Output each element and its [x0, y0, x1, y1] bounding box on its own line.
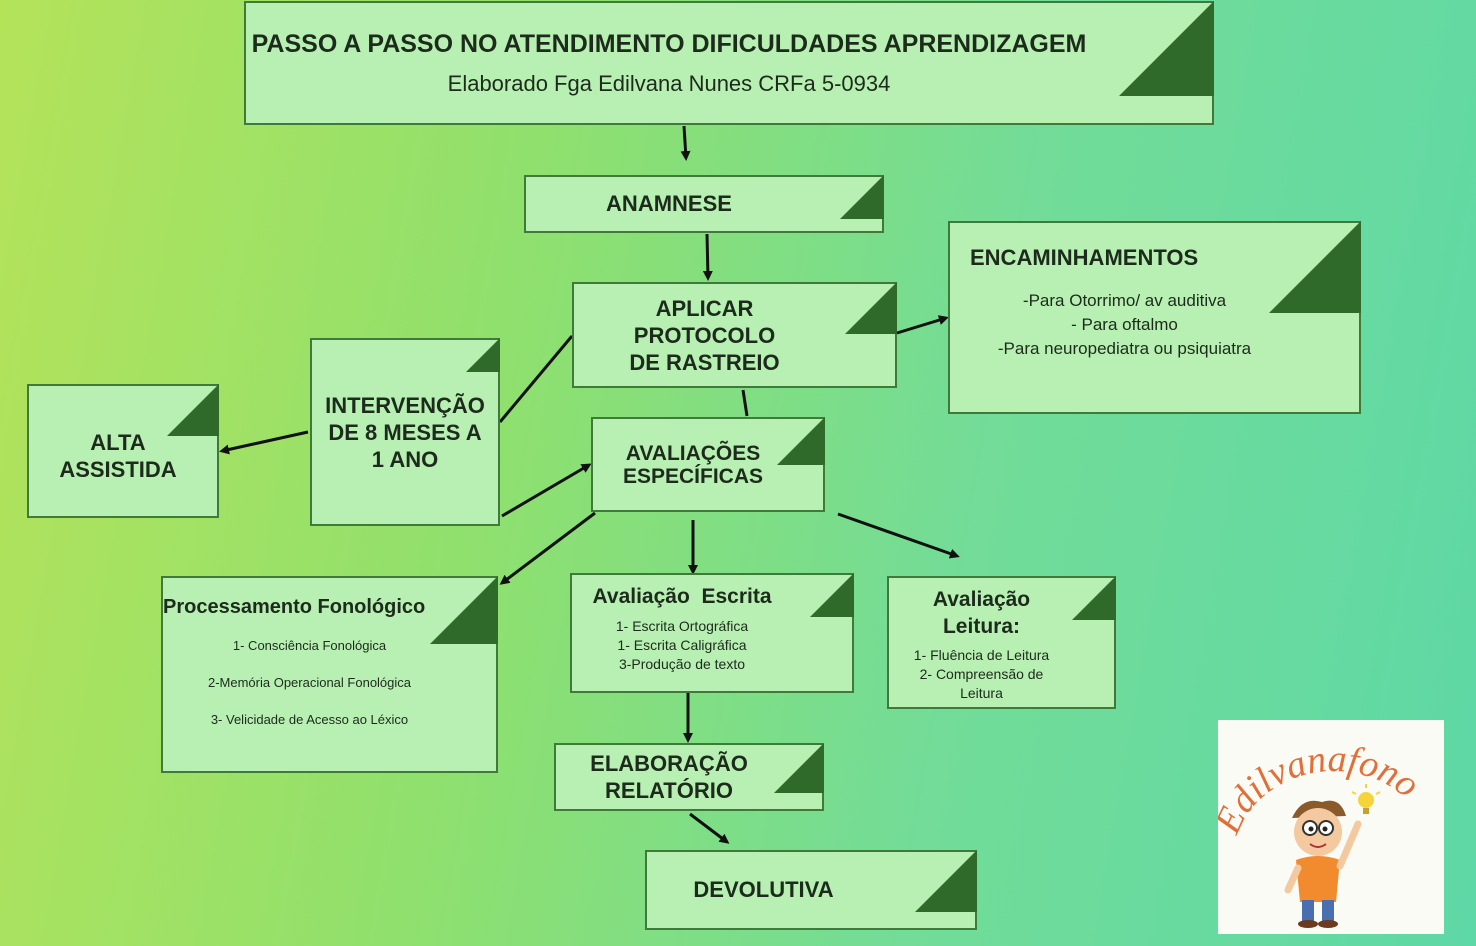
escrita-title: Avaliação Escrita	[592, 585, 772, 608]
leitura-title-2: Leitura:	[942, 615, 1020, 638]
relatorio-box: ELABORAÇÃO RELATÓRIO	[554, 743, 824, 811]
escrita-item-1: 1- Escrita Ortográfica	[615, 618, 749, 634]
page-fold-icon	[1119, 1, 1214, 96]
escrita-item-2: 1- Escrita Caligráfica	[617, 637, 747, 653]
title-box: PASSO A PASSO NO ATENDIMENTO DIFICULDADE…	[244, 1, 1214, 125]
intervencao-line-1: INTERVENÇÃO	[325, 392, 485, 418]
encaminhamento-item-3: -Para neuropediatra ou psiquiatra	[997, 339, 1252, 358]
escrita-box: Avaliação Escrita 1- Escrita Ortográfica…	[570, 573, 854, 693]
protocolo-line-1: APLICAR	[655, 295, 754, 321]
devolutiva-box: DEVOLUTIVA	[645, 850, 977, 930]
intervencao-line-3: 1 ANO	[371, 446, 439, 472]
fonologico-title: Processamento Fonológico	[163, 596, 426, 618]
avaliacoes-line-1: AVALIAÇÕES	[625, 441, 761, 465]
page-fold-icon	[845, 282, 897, 334]
escrita-item-3: 3-Produção de texto	[618, 656, 746, 672]
page-fold-icon	[777, 417, 825, 465]
protocolo-line-2: PROTOCOLO	[633, 322, 776, 348]
fonologico-item-3: 3- Velicidade de Acesso ao Léxico	[210, 712, 409, 727]
arrow-anamnese-to-protocolo	[702, 233, 713, 281]
protocolo-line-3: DE RASTREIO	[629, 349, 780, 375]
leitura-box: Avaliação Leitura: 1- Fluência de Leitur…	[887, 576, 1116, 709]
leitura-item-2: 2- Compreensão de	[919, 666, 1044, 682]
leitura-item-3: Leitura	[960, 685, 1003, 701]
encaminhamentos-box: ENCAMINHAMENTOS -Para Otorrimo/ av audit…	[948, 221, 1361, 414]
alta-box: ALTA ASSISTIDA	[27, 384, 219, 518]
anamnese-label: ANAMNESE	[606, 191, 732, 216]
page-fold-icon	[1269, 221, 1361, 313]
alta-line-2: ASSISTIDA	[59, 457, 177, 482]
cartoon-boy-icon	[1284, 800, 1362, 928]
arrow-intervencao-to-alta	[219, 430, 309, 455]
page-fold-icon	[167, 384, 219, 436]
page-fold-icon	[430, 576, 498, 644]
leitura-title-1: Avaliação	[932, 588, 1031, 611]
protocolo-box: APLICAR PROTOCOLO DE RASTREIO	[572, 282, 897, 388]
arrow-relatorio-to-devolutiva	[689, 812, 730, 844]
encaminhamento-item-1: -Para Otorrimo/ av auditiva	[1022, 291, 1227, 310]
page-fold-icon	[1072, 576, 1116, 620]
intervencao-line-2: DE 8 MESES A	[328, 419, 482, 445]
line-protocolo-to-intervencao	[498, 335, 574, 423]
line-protocolo-to-avaliacoes	[741, 389, 749, 417]
page-title: PASSO A PASSO NO ATENDIMENTO DIFICULDADE…	[251, 29, 1087, 58]
page-fold-icon	[774, 743, 824, 793]
encaminhamento-item-2: - Para oftalmo	[1071, 315, 1178, 334]
fonologico-box: Processamento Fonológico 1- Consciência …	[161, 576, 498, 773]
arrow-avaliacoes-to-leitura	[837, 512, 960, 559]
encaminhamentos-title: ENCAMINHAMENTOS	[970, 245, 1199, 270]
lightbulb-icon	[1351, 784, 1381, 814]
devolutiva-label: DEVOLUTIVA	[693, 877, 834, 902]
relatorio-line-1: ELABORAÇÃO	[590, 751, 748, 776]
arrow-avaliacoes-to-fonologico	[499, 511, 596, 585]
arrow-intervencao-to-avaliacoes	[501, 463, 592, 518]
page-fold-icon	[915, 850, 977, 912]
edilvanafono-logo: Edilvanafono	[1206, 720, 1444, 934]
alta-line-1: ALTA	[90, 430, 146, 455]
fonologico-item-1: 1- Consciência Fonológica	[232, 638, 387, 653]
page-subtitle: Elaborado Fga Edilvana Nunes CRFa 5-0934	[447, 70, 891, 96]
logo-graphic: Edilvanafono	[1206, 738, 1428, 928]
leitura-item-1: 1- Fluência de Leitura	[913, 647, 1050, 663]
avaliacoes-line-2: ESPECÍFICAS	[622, 464, 764, 488]
avaliacoes-box: AVALIAÇÕES ESPECÍFICAS	[591, 417, 825, 512]
anamnese-box: ANAMNESE	[524, 175, 884, 233]
relatorio-line-2: RELATÓRIO	[605, 778, 733, 803]
intervencao-box: INTERVENÇÃO DE 8 MESES A 1 ANO	[310, 338, 500, 526]
page-fold-icon	[810, 573, 854, 617]
page-fold-icon	[466, 338, 500, 372]
arrow-title-to-anamnese	[680, 125, 691, 161]
fonologico-item-2: 2-Memória Operacional Fonológica	[207, 675, 412, 690]
arrow-protocolo-to-encaminhamentos	[896, 315, 949, 335]
page-fold-icon	[840, 175, 884, 219]
